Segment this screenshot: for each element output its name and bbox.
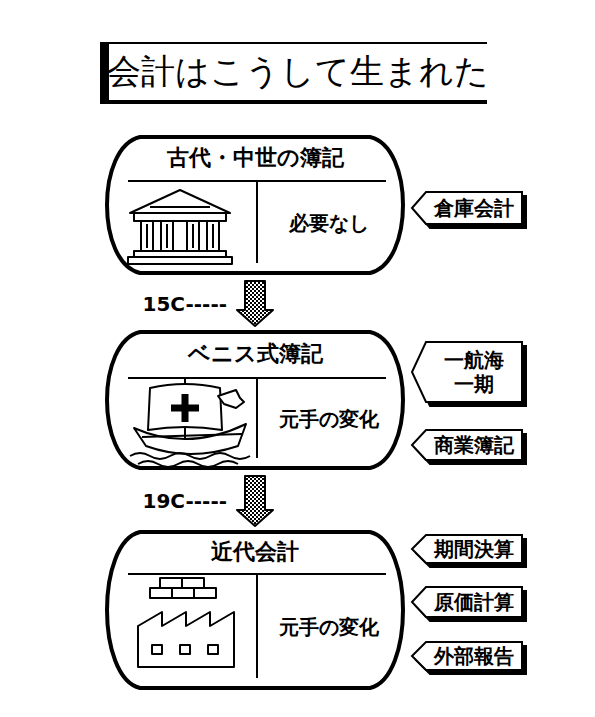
flow-arrow xyxy=(237,476,273,526)
feature-tag: 一航海 一期 xyxy=(410,340,528,408)
tag-outline xyxy=(412,192,522,224)
era-heading: ベニス式簿記 xyxy=(120,330,390,378)
tag-outline xyxy=(412,587,522,617)
tag-label: 商業簿記 xyxy=(426,430,522,460)
feature-tag: 原価計算 xyxy=(410,585,528,623)
tag-label: 倉庫会計 xyxy=(426,192,522,224)
tag-label: 外部報告 xyxy=(426,642,522,670)
era-heading: 近代会計 xyxy=(120,530,390,574)
era-box: ベニス式簿記元手の変化 xyxy=(100,330,410,470)
tag-outline xyxy=(412,535,522,563)
tag-outline xyxy=(412,430,522,460)
tag-outline xyxy=(412,342,522,402)
tag-label: 原価計算 xyxy=(426,587,522,617)
tag-outline xyxy=(412,642,522,670)
divider-line xyxy=(256,181,258,263)
divider-line xyxy=(256,574,258,678)
era-box: 近代会計元手の変化 xyxy=(100,530,410,690)
era-body: 元手の変化 xyxy=(259,576,398,678)
feature-tag: 商業簿記 xyxy=(410,428,528,466)
century-label: 19C----- xyxy=(57,487,227,515)
diagram-title: 会計はこうして生まれた xyxy=(100,42,487,104)
tag-label: 期間決算 xyxy=(426,535,522,563)
feature-tag: 期間決算 xyxy=(410,533,528,569)
era-heading: 古代・中世の簿記 xyxy=(120,135,390,181)
flow-arrow xyxy=(237,281,273,326)
feature-tag: 外部報告 xyxy=(410,640,528,676)
divider-line xyxy=(256,378,258,458)
feature-tag: 倉庫会計 xyxy=(410,190,528,230)
tag-label: 一航海 一期 xyxy=(426,342,522,402)
century-label: 15C----- xyxy=(57,290,227,318)
era-body: 元手の変化 xyxy=(259,380,398,458)
era-body: 必要なし xyxy=(259,183,398,263)
era-box: 古代・中世の簿記必要なし xyxy=(100,135,410,275)
